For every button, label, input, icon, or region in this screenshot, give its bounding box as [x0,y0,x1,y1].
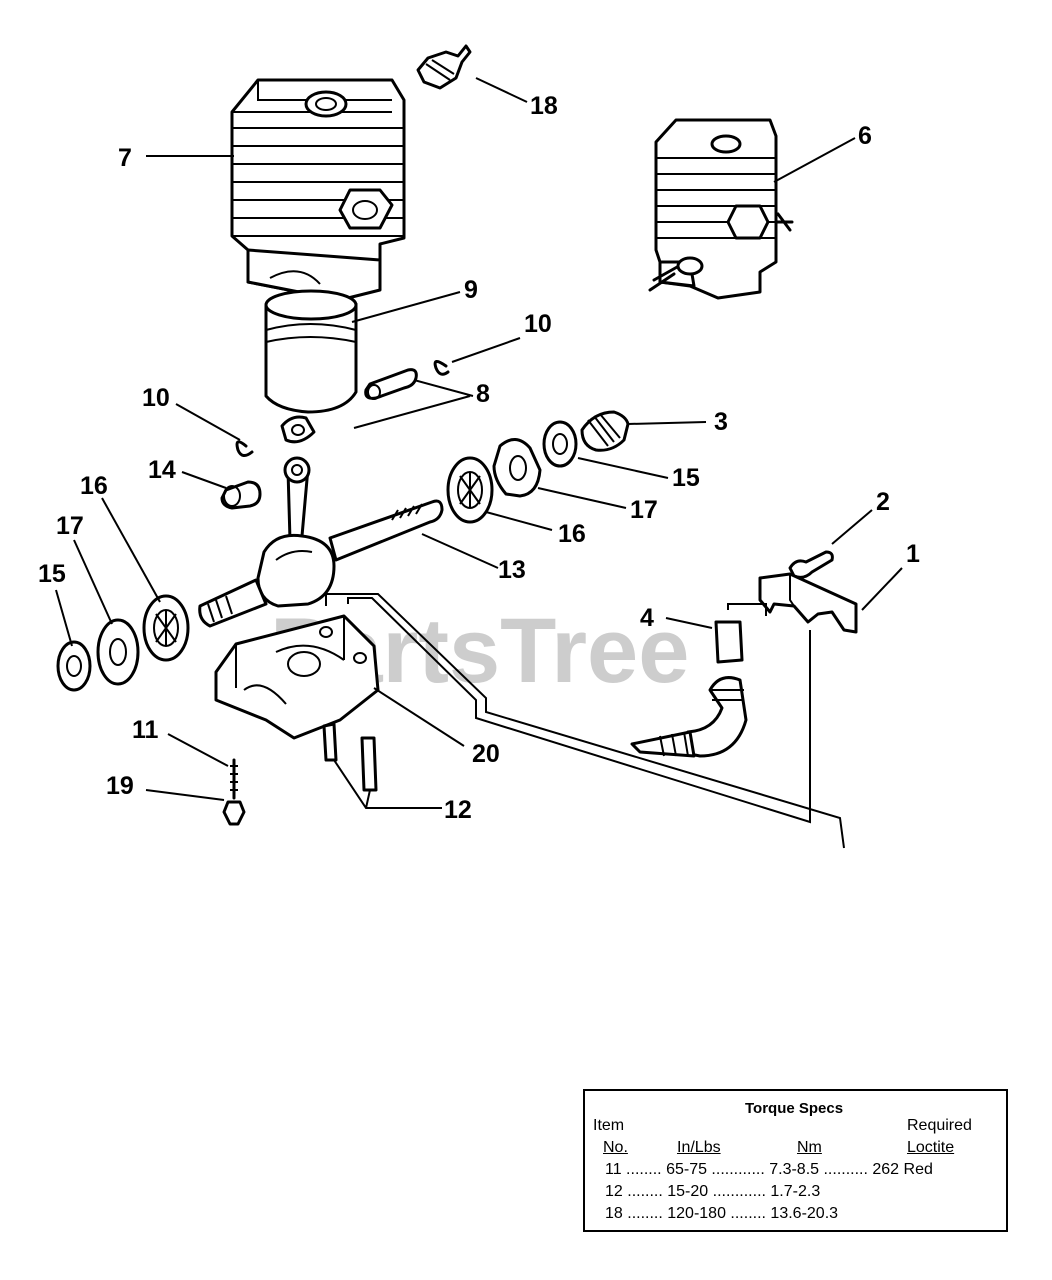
callout-20: 20 [472,740,500,768]
callout-10-left: 10 [142,384,170,412]
screw-part-11[interactable] [230,758,238,800]
callout-3: 3 [714,408,728,436]
callout-8: 8 [476,380,490,408]
torque-specs-table: Torque Specs Item Required No. In/Lbs Nm… [583,1089,1008,1232]
crankshaft-part[interactable] [198,456,444,628]
callout-4: 4 [640,604,654,632]
table-row: 11 ........ 65-75 ............ 7.3-8.5 .… [605,1161,933,1178]
callout-15-left: 15 [38,560,66,588]
callout-11: 11 [132,716,159,744]
callout-10-right: 10 [524,310,552,338]
table-row: 18 ........ 120-180 ........ 13.6-20.3 [605,1205,839,1222]
header-inlbs: In/Lbs [677,1139,721,1156]
callout-17-left: 17 [56,512,84,540]
oil-seal-part-left[interactable] [96,618,140,686]
screw-part-12[interactable] [322,722,378,792]
header-item: Item [593,1117,625,1134]
spark-plug-part[interactable] [416,44,472,90]
callout-12: 12 [444,796,472,824]
header-item-no: No. [603,1139,628,1156]
bearing-part-left[interactable] [142,594,190,662]
circlip-part-right[interactable] [433,360,450,376]
piston-part[interactable] [264,289,358,444]
piston-pin-part[interactable] [364,368,418,400]
callout-16-left: 16 [80,472,108,500]
circlip-part-left[interactable] [235,440,254,457]
leader-lines [55,77,903,809]
callout-19: 19 [106,772,134,800]
callout-15-right: 15 [672,464,700,492]
callout-17-right: 17 [630,496,658,524]
table-row: 12 ........ 15-20 ............ 1.7-2.3 [605,1183,821,1200]
screw-part-19[interactable] [222,800,246,826]
oil-seal-part-right[interactable] [492,438,542,498]
callout-14: 14 [148,456,176,484]
needle-bearing-part[interactable] [220,480,262,510]
callout-18: 18 [530,92,558,120]
header-loctite: Loctite [907,1139,955,1156]
header-nm: Nm [797,1139,822,1156]
callout-7: 7 [118,144,132,172]
nut-part[interactable] [580,410,630,452]
header-required: Required [907,1117,972,1134]
callout-13: 13 [498,556,526,584]
bearing-part-right[interactable] [446,456,494,524]
callout-6: 6 [858,122,872,150]
screw-part-2[interactable] [788,550,834,579]
callout-9: 9 [464,276,478,304]
callout-labels: 7 18 6 9 10 8 10 3 14 15 16 17 2 17 16 1… [38,92,920,824]
callout-2: 2 [876,488,890,516]
cylinder-part[interactable] [230,78,406,302]
impulse-hose-part[interactable] [630,620,748,758]
bracket-part[interactable] [758,572,858,634]
assembly-guide-lines [325,593,845,849]
callout-16-right: 16 [558,520,586,548]
cylinder-assembly-part[interactable] [648,118,794,300]
washer-part-left[interactable] [56,640,92,692]
washer-part-right[interactable] [542,420,578,468]
callout-1: 1 [906,540,920,568]
crankcase-part[interactable] [214,614,380,740]
table-title: Torque Specs [745,1100,844,1117]
